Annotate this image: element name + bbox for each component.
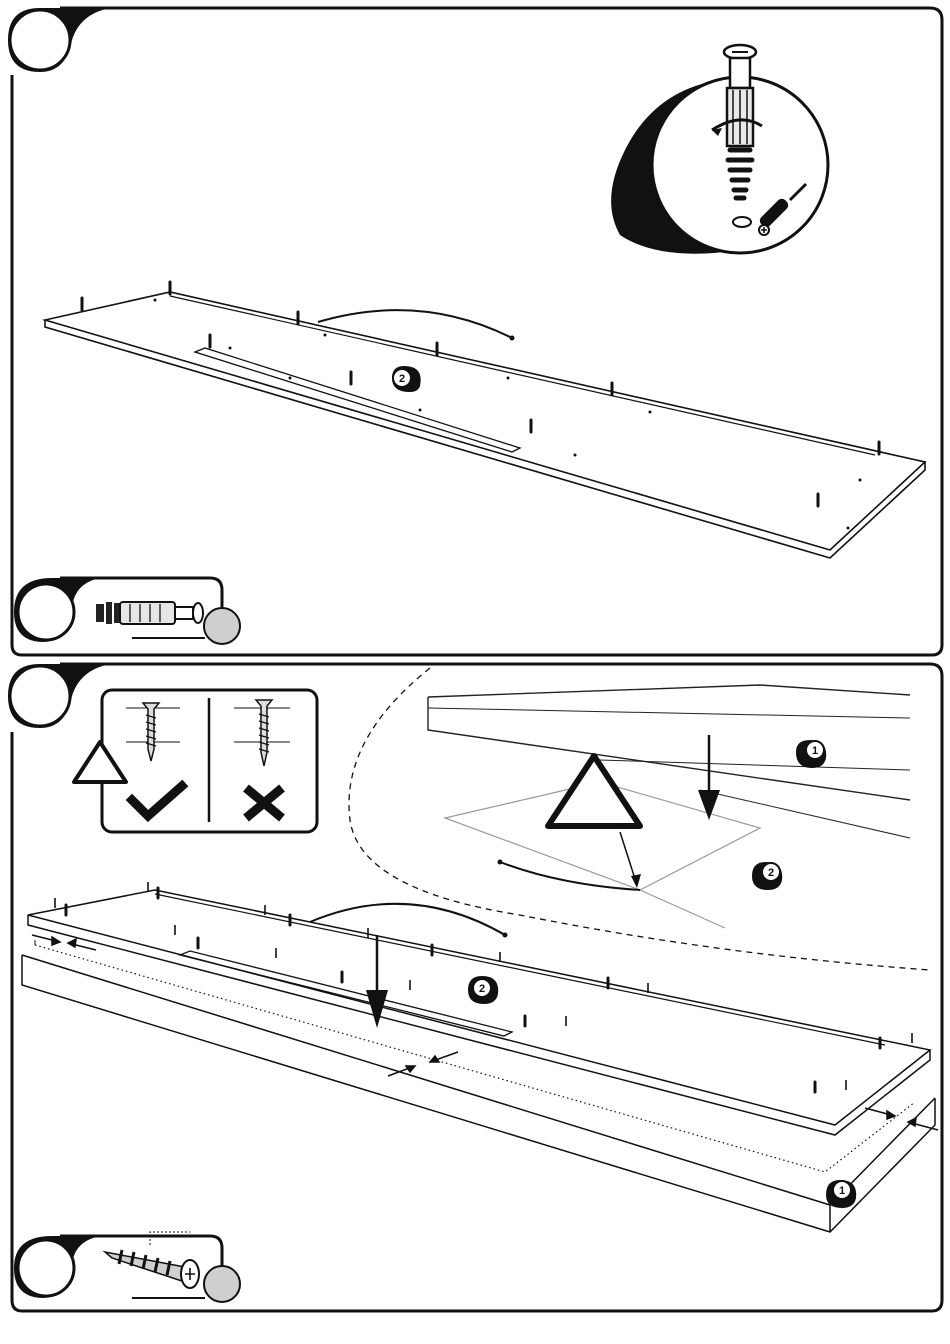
quantity-badge (204, 608, 240, 644)
quantity-badge (204, 1266, 240, 1302)
board-panel: 2 (45, 282, 925, 558)
board-label-1-text: 1 (839, 1185, 845, 1197)
alignment-arrows (32, 935, 938, 1130)
detail-label-2-text: 2 (768, 867, 774, 879)
cam-dowel-icon (96, 602, 203, 624)
board-dowels (82, 282, 879, 506)
screw-warning-box (74, 690, 317, 832)
wood-screw-icon (105, 1232, 199, 1288)
step-1-parts-callout (14, 578, 240, 644)
step-1-number-tab (8, 8, 110, 72)
cam-dowel-detail-callout (611, 45, 828, 254)
step-2-parts-callout (14, 1232, 240, 1302)
step-2-number-tab (8, 664, 110, 728)
board-label-2: 2 (468, 976, 498, 1004)
board-label-2-text: 2 (479, 983, 485, 995)
detail-label-1-text: 1 (812, 745, 818, 757)
board-holes (154, 299, 862, 530)
board-label-1: 1 (826, 1180, 856, 1208)
detail-label-2: 2 (752, 862, 782, 890)
joint-detail-region: 1 2 (349, 668, 930, 970)
step-2-panel: 1 2 1 (8, 664, 942, 1311)
detail-label-1: 1 (796, 740, 826, 768)
step-1-panel: 2 (8, 8, 942, 655)
board-label-2-text: 2 (399, 373, 405, 385)
board-label-2: 2 (392, 366, 421, 392)
